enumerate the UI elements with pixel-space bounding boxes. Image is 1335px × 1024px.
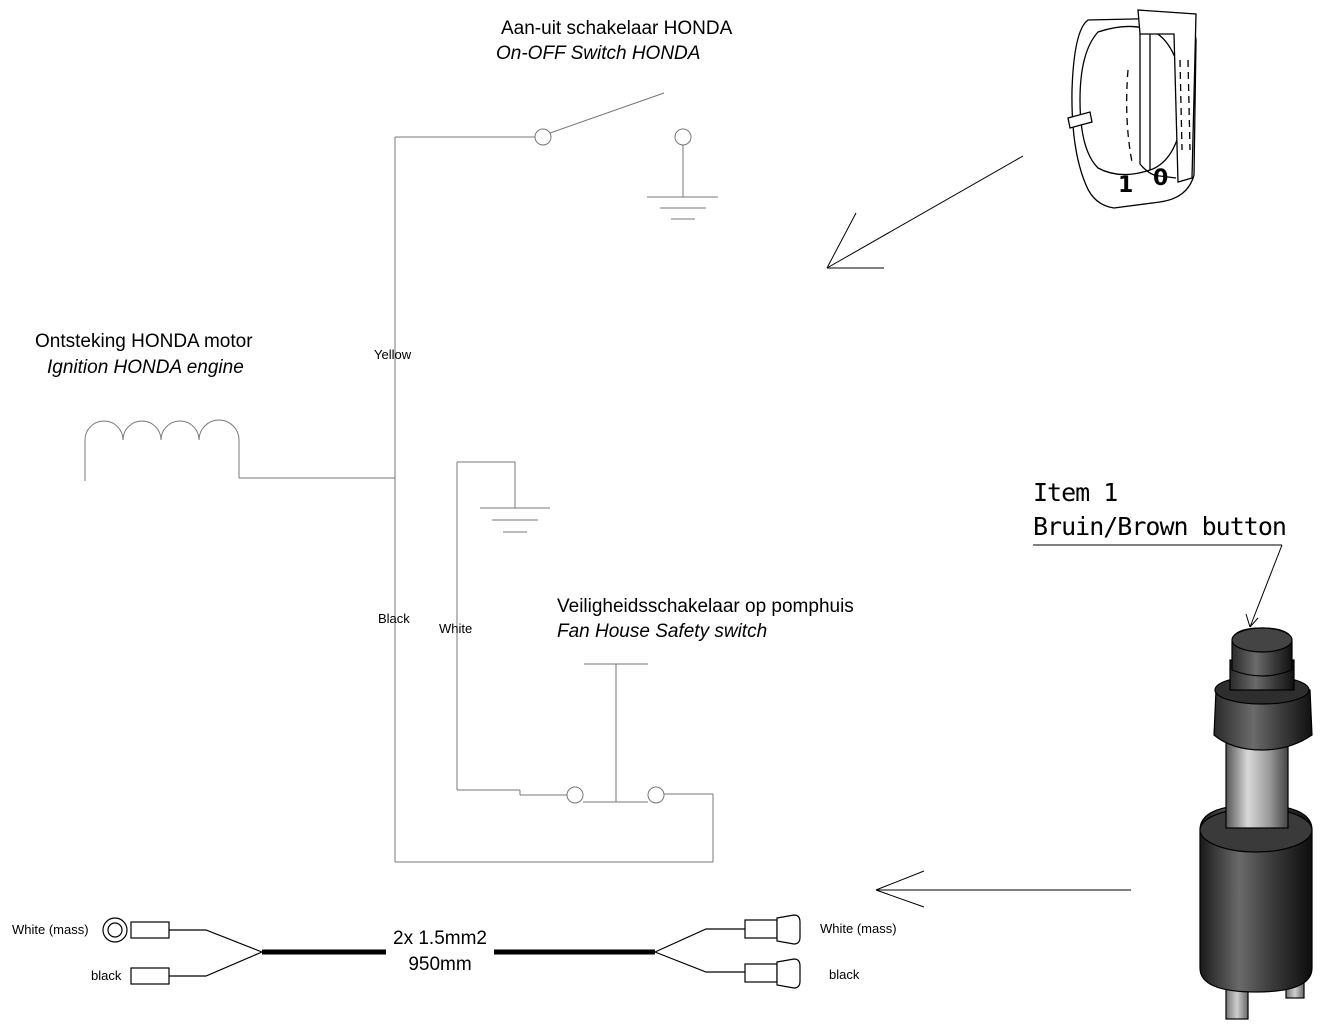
item-number: Item 1 xyxy=(1033,478,1118,507)
honda-switch-illustration xyxy=(1067,9,1197,209)
right-connector-top xyxy=(744,914,801,945)
arrow-to-switch xyxy=(826,155,1024,269)
left-terminal-top xyxy=(130,921,170,939)
brown-button-illustration xyxy=(1199,627,1313,1020)
item-name: Bruin/Brown button xyxy=(1033,512,1287,541)
safety-title-en: Fan House Safety switch xyxy=(557,621,768,642)
item-leader xyxy=(1033,544,1283,628)
ground-symbol-middle xyxy=(480,507,550,533)
wire-label-yellow: Yellow xyxy=(374,347,412,362)
ignition-coil-symbol xyxy=(84,419,395,481)
wire-label-black: Black xyxy=(378,611,410,626)
cable-left-top-label: White (mass) xyxy=(12,922,89,937)
right-connector-bottom xyxy=(744,958,801,989)
cable-right-top-label: White (mass) xyxy=(820,921,897,936)
arrow-to-cable xyxy=(875,870,1131,908)
ground-symbol-top xyxy=(647,196,718,220)
cable-left-bottom-label: black xyxy=(91,968,122,983)
cable-spec: 2x 1.5mm2 xyxy=(393,928,487,949)
ignition-title-nl: Ontsteking HONDA motor xyxy=(35,331,253,352)
schematic xyxy=(84,92,718,863)
switch-title-nl: Aan-uit schakelaar HONDA xyxy=(501,18,733,39)
safety-switch-symbol xyxy=(566,663,665,804)
switch-title-en: On-OFF Switch HONDA xyxy=(496,43,701,64)
switch-mark-on: 1 xyxy=(1118,173,1133,198)
honda-switch-symbol xyxy=(534,92,692,197)
ignition-title-en: Ignition HONDA engine xyxy=(47,357,244,378)
safety-title-nl: Veiligheidsschakelaar op pomphuis xyxy=(557,596,854,617)
cable-length: 950mm xyxy=(408,954,472,975)
cable-assembly xyxy=(102,914,801,989)
switch-mark-off: 0 xyxy=(1153,166,1168,191)
wire-label-white: White xyxy=(439,621,473,636)
left-terminal-bottom xyxy=(130,967,170,985)
ring-terminal-icon xyxy=(102,917,128,943)
cable-right-bottom-label: black xyxy=(829,967,860,982)
